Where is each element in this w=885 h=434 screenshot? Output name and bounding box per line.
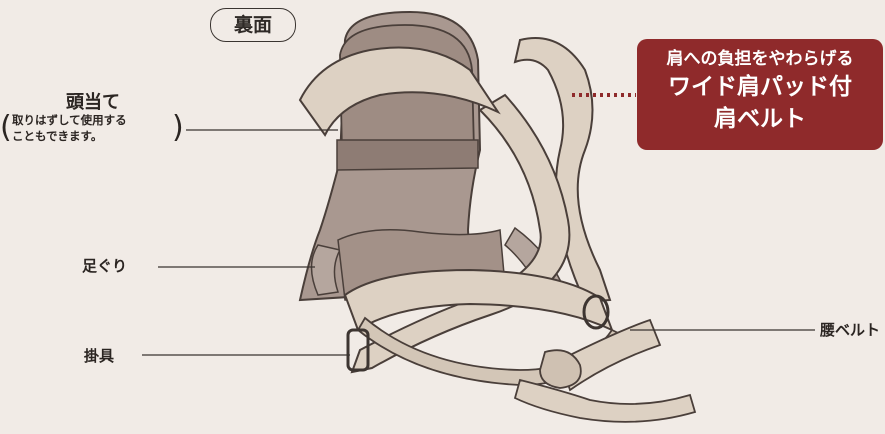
paren-right: ) [172, 110, 184, 146]
headrest-label: 頭当て [66, 88, 120, 114]
headrest-note-line2: こともできます。 [12, 128, 172, 144]
callout-line3: 肩ベルト [637, 103, 883, 135]
callout-line2: ワイド肩パッド付 [637, 71, 883, 103]
waist-belt-tail-left [515, 380, 695, 422]
headrest-note: 取りはずして使用する こともできます。 [2, 112, 182, 144]
shoulder-belt-callout: 肩への負担をやわらげる ワイド肩パッド付 肩ベルト [637, 39, 883, 150]
waist-belt-label: 腰ベルト [820, 319, 880, 340]
leg-opening-label: 足ぐり [82, 255, 127, 276]
waist-belt-band [345, 270, 612, 330]
side-label: 裏面 [210, 8, 296, 42]
headrest-note-line1: 取りはずして使用する [12, 112, 172, 128]
callout-line1: 肩への負担をやわらげる [637, 47, 883, 71]
hook-label: 掛具 [84, 345, 114, 366]
headrest-strap [337, 140, 478, 170]
